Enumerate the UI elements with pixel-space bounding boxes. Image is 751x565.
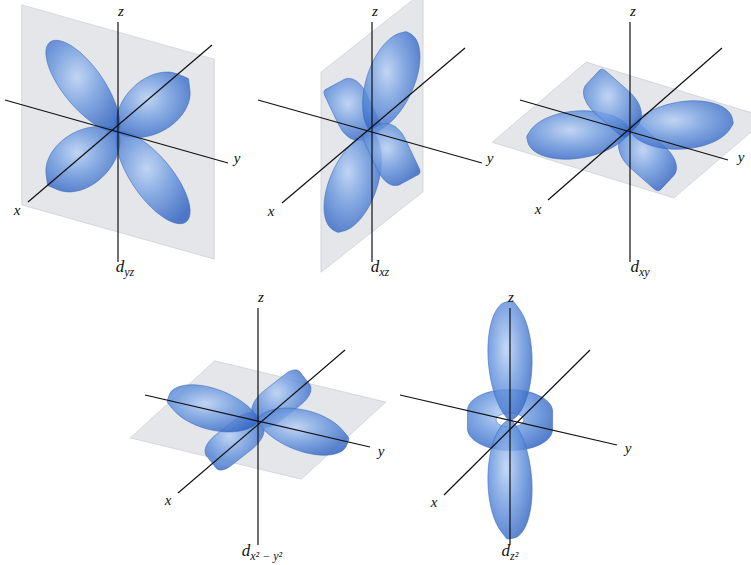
orbital-lobe: [46, 126, 120, 192]
axis-label: y: [234, 151, 241, 166]
orbital-symbol: d: [502, 541, 511, 560]
orbital-lobe: [116, 131, 190, 223]
axis-label: y: [738, 150, 745, 165]
orbital-subscript: z²: [510, 549, 518, 563]
axis-label: y: [487, 151, 494, 166]
axis-label: z: [630, 4, 636, 19]
orbital-lobe: [630, 101, 733, 149]
orbital-caption: dz²: [502, 541, 519, 563]
orbital-symbol: d: [371, 257, 380, 276]
orbital-caption: dxy: [630, 257, 649, 279]
coordinate-axis: [257, 308, 258, 545]
axis-label: x: [431, 495, 438, 510]
orbital-subscript: yz: [124, 265, 134, 279]
orbital-panel: [400, 301, 617, 545]
orbital-lobe: [46, 40, 120, 132]
axis-label: z: [118, 4, 124, 19]
coordinate-axis: [629, 22, 630, 262]
axis-label: x: [535, 202, 542, 217]
nodal-plane: [492, 62, 751, 198]
coordinate-axis: [282, 48, 465, 203]
orbital-caption: dx² − y²: [242, 541, 282, 563]
axis-label: z: [258, 290, 264, 305]
axis-label: y: [378, 444, 385, 459]
coordinate-axis: [509, 308, 510, 545]
orbital-caption: dxz: [371, 257, 390, 279]
orbital-subscript: x² − y²: [250, 549, 282, 563]
coordinate-axis: [400, 395, 617, 445]
coordinate-axis: [258, 100, 482, 163]
orbital-caption: dyz: [116, 257, 135, 279]
orbital-symbol: d: [630, 257, 639, 276]
coordinate-axis: [371, 22, 372, 262]
coordinate-axis: [117, 22, 118, 262]
orbital-lobe: [363, 123, 420, 185]
axis-label: y: [625, 441, 632, 456]
orbital-subscript: xy: [639, 265, 650, 279]
orbital-symbol: d: [116, 257, 125, 276]
orbital-panel: [492, 22, 751, 262]
orbital-panel: [5, 5, 228, 262]
coordinate-axis: [520, 100, 728, 160]
coordinate-axis: [28, 45, 212, 202]
coordinate-axis: [5, 100, 228, 163]
orbital-symbol: d: [242, 541, 251, 560]
axis-label: x: [268, 204, 275, 219]
orbital-lobe: [167, 385, 258, 432]
orbital-subscript: xz: [379, 265, 389, 279]
orbital-lobe: [116, 72, 190, 138]
nodal-plane: [321, 0, 423, 272]
orbital-panel: [130, 308, 386, 545]
orbital-lobe: [363, 32, 420, 133]
orbital-group: [5, 0, 751, 545]
axis-label: z: [372, 4, 378, 19]
axis-label: z: [508, 290, 514, 305]
axis-label: x: [14, 203, 21, 218]
orbital-panel: [258, 0, 482, 272]
coordinate-axis: [548, 48, 722, 200]
axis-label: x: [165, 493, 172, 508]
